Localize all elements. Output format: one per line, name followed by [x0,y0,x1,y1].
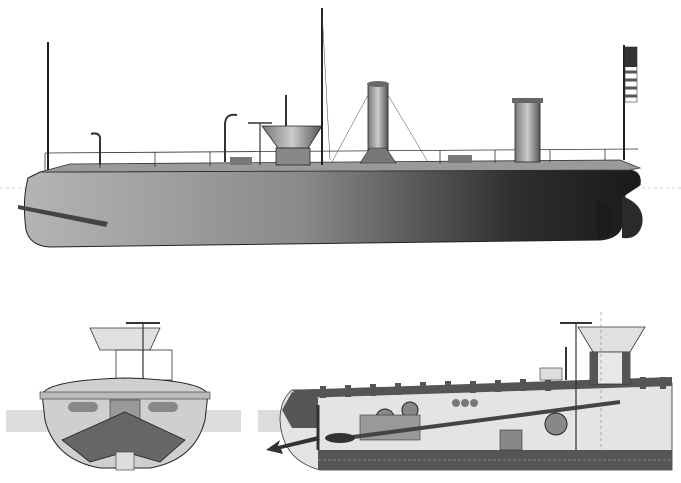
forward-funnel [367,83,389,151]
deck-beam [39,391,211,400]
pump [499,429,523,451]
hatch [448,155,472,163]
hatch [230,157,252,165]
bow-plating [61,411,186,463]
torpedo-spar [329,400,621,442]
ventilator-cowl [261,125,323,149]
hull [23,169,641,248]
gas-cylinders [452,399,478,407]
propeller [595,198,612,240]
forward-funnel-cap [367,81,389,87]
trunk-wall [590,352,598,384]
cylinder [148,402,178,412]
deck-beams [320,377,666,398]
rudder [622,196,643,239]
torpedo-spar [18,205,108,227]
pilot-frame [115,349,173,381]
forward-funnel-base [359,147,397,164]
ventilator-pipe [224,113,238,162]
torpedo [325,433,355,443]
aft-funnel [514,99,541,163]
bow-ventilator [90,132,101,165]
aft-funnel-cap [512,98,543,103]
winch [544,412,568,436]
direction-arrow-icon [266,436,320,454]
deck-beam-band [292,377,672,398]
deck [39,159,642,173]
bow-cross-section [6,322,241,471]
cylinder [68,402,98,412]
flag [624,46,638,103]
ventilator-cowl [577,326,646,353]
ventilator-base [275,147,311,166]
ventilator-cowl [89,327,161,351]
side-elevation [0,8,681,248]
trunk-wall [622,352,630,384]
keel [115,451,135,471]
rigging [321,9,429,163]
bow-armor [282,392,318,428]
longitudinal-cutaway [258,312,673,471]
hatch [539,367,563,381]
